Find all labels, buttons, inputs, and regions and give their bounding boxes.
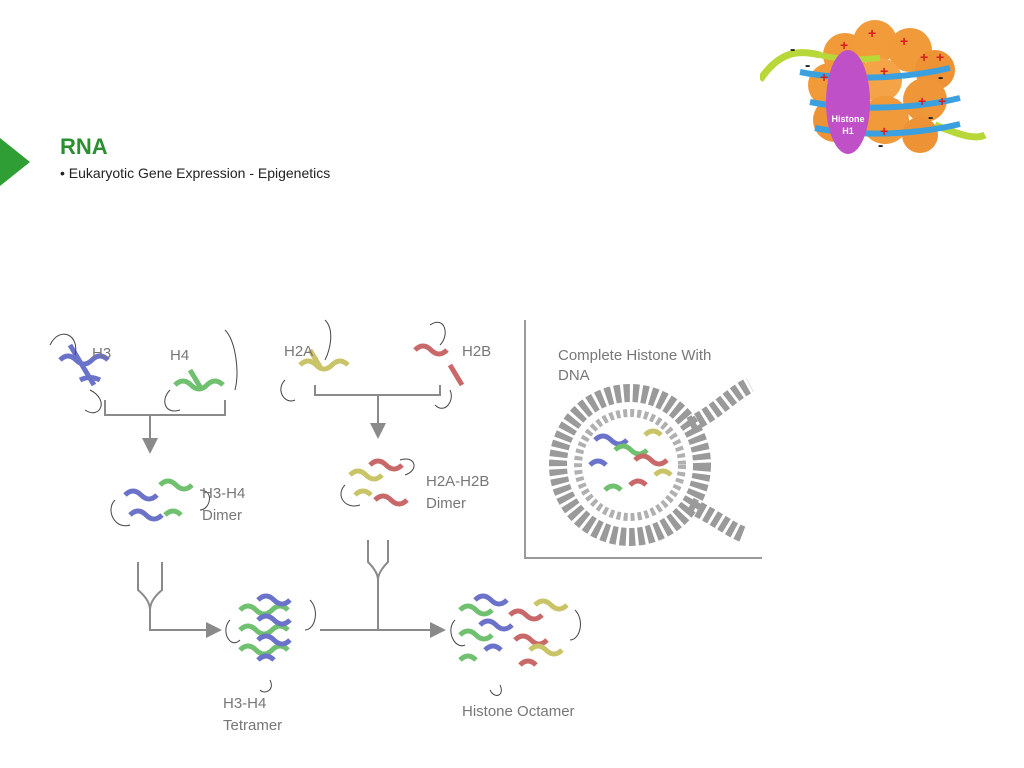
slide-title: RNA xyxy=(60,134,108,160)
plus-sign: + xyxy=(936,49,944,65)
merge-arrow-dimers-to-tetramer xyxy=(138,562,218,630)
minus-sign: - xyxy=(878,137,883,154)
h4-protein xyxy=(165,330,237,411)
h3-h4-dimer-sublabel: Dimer xyxy=(202,507,242,524)
h2a-h2b-dimer-sublabel: Dimer xyxy=(426,495,466,512)
tetramer-label: H3-H4 xyxy=(223,695,266,712)
h2a-h2b-dimer xyxy=(341,459,414,506)
h3-h4-dimer-label: H3-H4 xyxy=(202,485,245,502)
merge-arrow-h2a-h2b xyxy=(315,385,440,435)
plus-sign: + xyxy=(938,93,946,109)
plus-sign: + xyxy=(868,25,876,41)
histone-assembly-diagram: H3 H4 H2A H2B H3-H4 Dimer H2A-H2B Dimer xyxy=(30,300,780,740)
complete-histone-sublabel: DNA xyxy=(558,367,590,384)
dna-wrapped-nucleosome xyxy=(558,385,750,537)
histone-h1-label: Histone xyxy=(831,114,864,124)
merge-arrow-to-octamer xyxy=(320,540,442,630)
octamer-label: Histone Octamer xyxy=(462,703,575,720)
plus-sign: + xyxy=(920,49,928,65)
h3-h4-dimer xyxy=(111,481,209,526)
nucleosome-illustration: + + + + + + + + + + - - - - - Histone H1 xyxy=(760,10,990,160)
plus-sign: + xyxy=(900,33,908,49)
minus-sign: - xyxy=(928,109,933,126)
h3-h4-tetramer xyxy=(226,596,316,692)
slide-marker xyxy=(0,138,30,186)
minus-sign: - xyxy=(790,41,795,58)
h2a-h2b-dimer-label: H2A-H2B xyxy=(426,473,489,490)
minus-sign: - xyxy=(938,69,943,86)
plus-sign: + xyxy=(918,93,926,109)
plus-sign: + xyxy=(880,63,888,79)
complete-histone-label: Complete Histone With xyxy=(558,347,711,364)
plus-sign: + xyxy=(820,69,828,85)
minus-sign: - xyxy=(805,57,810,74)
h4-label: H4 xyxy=(170,347,189,364)
tetramer-sublabel: Tetramer xyxy=(223,717,282,734)
slide-bullet: • Eukaryotic Gene Expression - Epigeneti… xyxy=(60,165,330,181)
h2b-label: H2B xyxy=(462,343,491,360)
h3-label: H3 xyxy=(92,345,111,362)
merge-arrow-h3-h4 xyxy=(105,400,225,450)
histone-h1-sublabel: H1 xyxy=(842,126,854,136)
histone-octamer xyxy=(451,596,581,695)
histone-h1: Histone H1 xyxy=(826,50,870,154)
h2a-label: H2A xyxy=(284,343,313,360)
